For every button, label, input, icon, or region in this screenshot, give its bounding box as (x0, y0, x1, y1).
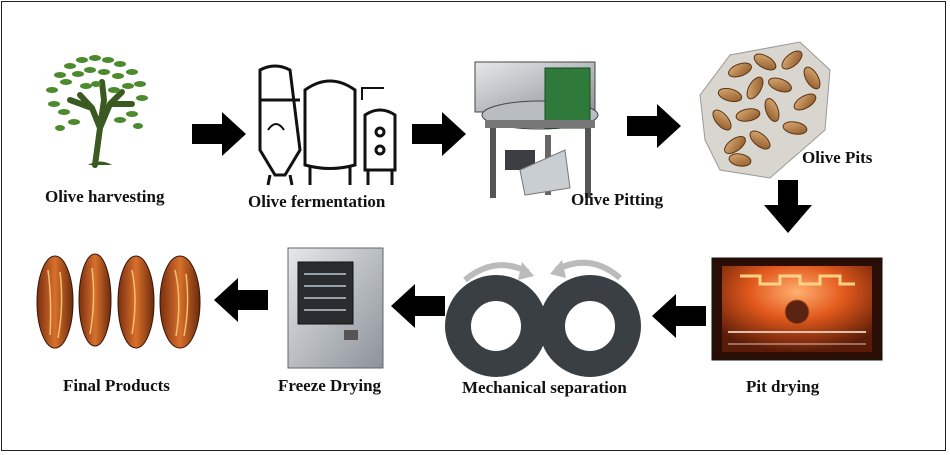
final-products-icon (36, 253, 201, 349)
arrow-icon (192, 112, 246, 156)
rollers-icon (445, 259, 641, 377)
arrow-icon (764, 180, 812, 233)
label-pits: Olive Pits (802, 148, 873, 167)
label-drying: Pit drying (746, 377, 820, 396)
arrow-icon (627, 104, 681, 148)
label-freeze: Freeze Drying (278, 376, 382, 395)
arrow-icon (391, 284, 445, 328)
olive-tree-icon (46, 55, 148, 168)
product-texture (47, 267, 189, 339)
arrow-icon (412, 112, 466, 156)
arrow-icon (652, 294, 706, 338)
label-harvesting: Olive harvesting (45, 187, 165, 206)
label-final: Final Products (63, 376, 170, 395)
flow-arrows (192, 104, 812, 338)
freeze-dryer-icon (287, 247, 384, 369)
fermentation-tanks-icon (258, 64, 397, 186)
arrow-icon (214, 278, 268, 322)
olive-pits-icon (699, 41, 831, 179)
pitting-machine-icon (474, 61, 599, 198)
label-fermentation: Olive fermentation (248, 192, 386, 211)
label-pitting: Olive Pitting (571, 190, 664, 209)
label-separation: Mechanical separation (462, 378, 627, 397)
oven-icon (711, 257, 883, 361)
